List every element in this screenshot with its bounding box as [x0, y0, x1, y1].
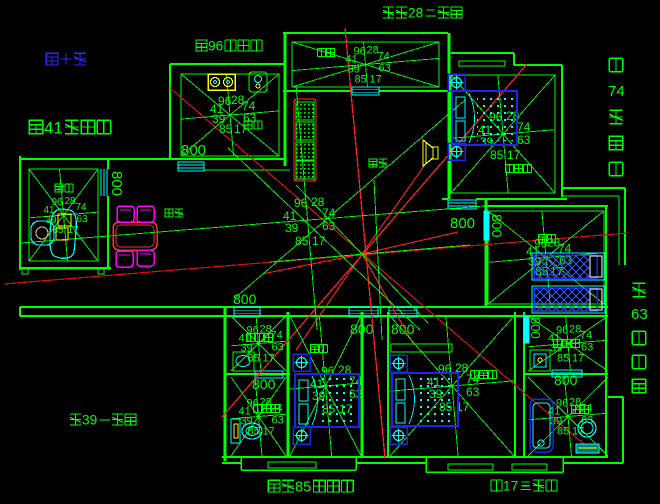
svg-text:17: 17: [263, 353, 275, 365]
svg-text:17: 17: [503, 479, 518, 494]
svg-text:39: 39: [82, 413, 97, 428]
svg-text:800: 800: [554, 372, 578, 388]
svg-text:63: 63: [517, 133, 531, 147]
svg-text:28: 28: [569, 324, 581, 336]
svg-text:63: 63: [322, 219, 336, 233]
svg-text:41: 41: [346, 54, 358, 66]
svg-text:17: 17: [312, 234, 326, 248]
svg-text:800: 800: [181, 142, 206, 159]
svg-text:74: 74: [242, 99, 256, 113]
svg-text:74: 74: [76, 202, 88, 213]
svg-text:85: 85: [295, 480, 311, 496]
svg-text:17: 17: [572, 353, 584, 365]
svg-text:41: 41: [239, 406, 251, 418]
svg-text:800: 800: [108, 171, 125, 196]
svg-text:63: 63: [272, 342, 284, 354]
svg-text:74: 74: [558, 242, 572, 256]
svg-text:17: 17: [370, 74, 382, 86]
svg-text:74: 74: [322, 206, 336, 220]
svg-text:74: 74: [608, 83, 625, 100]
svg-text:85: 85: [355, 74, 367, 86]
svg-text:63: 63: [272, 415, 284, 427]
svg-text:17: 17: [68, 225, 80, 236]
svg-text:74: 74: [378, 51, 390, 63]
svg-text:85: 85: [557, 353, 569, 365]
svg-text:800: 800: [233, 291, 257, 307]
svg-text:28: 28: [260, 324, 272, 336]
svg-text:17: 17: [263, 426, 275, 438]
svg-text:96: 96: [294, 196, 308, 210]
svg-text:74: 74: [580, 330, 592, 342]
svg-text:74: 74: [517, 120, 531, 134]
svg-text:85: 85: [490, 148, 504, 162]
svg-text:63: 63: [243, 111, 257, 125]
svg-text:41: 41: [44, 118, 63, 137]
svg-text:28: 28: [231, 93, 245, 107]
svg-text:800: 800: [391, 321, 415, 337]
svg-text:800: 800: [489, 214, 505, 238]
svg-text:28: 28: [65, 196, 77, 207]
svg-text:96: 96: [354, 46, 366, 58]
svg-text:96: 96: [218, 94, 232, 108]
svg-text:96: 96: [556, 398, 568, 410]
svg-text:85: 85: [557, 426, 569, 438]
svg-text:800: 800: [450, 215, 475, 232]
svg-text:63: 63: [466, 385, 480, 399]
svg-text:96: 96: [247, 398, 259, 410]
svg-text:800: 800: [528, 317, 543, 339]
svg-text:63: 63: [379, 63, 391, 75]
svg-text:96: 96: [556, 325, 568, 337]
svg-text:96: 96: [52, 197, 64, 208]
svg-text:85: 85: [219, 122, 233, 136]
svg-text:28: 28: [311, 195, 325, 209]
svg-text:96: 96: [321, 364, 335, 378]
svg-text:39: 39: [348, 64, 360, 76]
svg-text:74: 74: [580, 403, 592, 415]
svg-text:41: 41: [548, 406, 560, 418]
svg-text:85: 85: [295, 234, 309, 248]
svg-text:28: 28: [367, 45, 379, 57]
svg-text:41: 41: [283, 209, 297, 223]
svg-text:39: 39: [285, 221, 299, 235]
svg-text:17: 17: [507, 148, 521, 162]
svg-text:96: 96: [208, 39, 223, 54]
svg-text:39: 39: [241, 416, 253, 428]
svg-text:39: 39: [212, 112, 226, 126]
svg-text:74: 74: [466, 372, 480, 386]
svg-text:41: 41: [44, 205, 56, 216]
svg-text:41: 41: [210, 102, 224, 116]
svg-text:800: 800: [252, 376, 276, 392]
svg-text:63: 63: [631, 306, 648, 323]
svg-text:28: 28: [455, 361, 469, 375]
svg-text:39: 39: [550, 343, 562, 355]
svg-text:85: 85: [53, 225, 65, 236]
svg-text:74: 74: [271, 330, 283, 342]
svg-text:63: 63: [77, 214, 89, 225]
svg-text:28: 28: [408, 6, 423, 21]
svg-text:63: 63: [581, 342, 593, 354]
svg-text:17: 17: [456, 400, 470, 414]
